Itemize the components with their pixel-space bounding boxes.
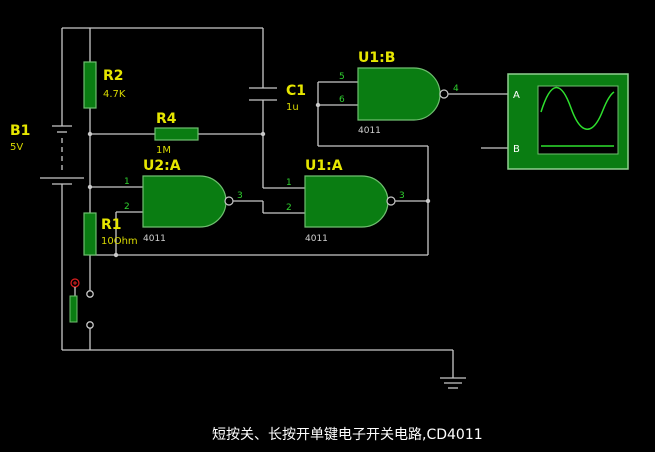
r4-value: 1M: [156, 145, 171, 156]
scope-screen: [537, 85, 619, 155]
b1-value: 5V: [10, 142, 23, 153]
caption: 短按关、长按开单键电子开关电路,CD4011: [212, 427, 483, 443]
r4-ref: R4: [156, 111, 177, 127]
gate-u1a[interactable]: U1:A 4011 1 2 3: [286, 158, 405, 244]
u1a-pin-in1: 1: [286, 178, 292, 188]
u2a-ref: U2:A: [143, 158, 181, 174]
u1b-ref: U1:B: [358, 50, 395, 66]
c1-ref: C1: [286, 83, 306, 99]
u1a-pin-out: 3: [399, 191, 405, 201]
junction-dots: [87, 102, 431, 258]
u2a-part: 4011: [143, 234, 166, 244]
u1b-pin-out: 4: [453, 84, 459, 94]
oscilloscope[interactable]: A B: [507, 73, 629, 170]
b1-ref: B1: [10, 123, 30, 139]
u2a-pin-in2: 2: [124, 202, 130, 212]
push-button[interactable]: [69, 278, 94, 329]
u1a-pin-in2: 2: [286, 203, 292, 213]
resistor-r2[interactable]: R2 4.7K: [83, 61, 126, 109]
capacitor-c1[interactable]: C1 1u: [249, 83, 306, 113]
u1b-pin-in1: 5: [339, 72, 345, 82]
wires: [61, 27, 508, 389]
r1-value: 10Ohm: [101, 236, 138, 247]
resistor-r1[interactable]: R1 10Ohm: [83, 212, 138, 256]
gate-u1b[interactable]: U1:B 4011 5 6 4: [339, 50, 459, 136]
u1a-ref: U1:A: [305, 158, 343, 174]
r1-ref: R1: [101, 217, 122, 233]
gate-u2a[interactable]: U2:A 4011 1 2 3: [124, 158, 243, 244]
c1-value: 1u: [286, 102, 299, 113]
r2-ref: R2: [103, 68, 124, 84]
u2a-pin-in1: 1: [124, 177, 130, 187]
scope-sine-trace: [540, 86, 615, 130]
r2-value: 4.7K: [103, 89, 126, 100]
scope-channel-a: A: [513, 90, 520, 101]
scope-channel-b: B: [513, 144, 520, 155]
u1b-part: 4011: [358, 126, 381, 136]
u2a-pin-out: 3: [237, 191, 243, 201]
resistor-r4[interactable]: R4 1M: [154, 111, 199, 156]
battery-b1[interactable]: B1 5V: [10, 122, 84, 187]
u1a-part: 4011: [305, 234, 328, 244]
u1b-pin-in2: 6: [339, 95, 345, 105]
